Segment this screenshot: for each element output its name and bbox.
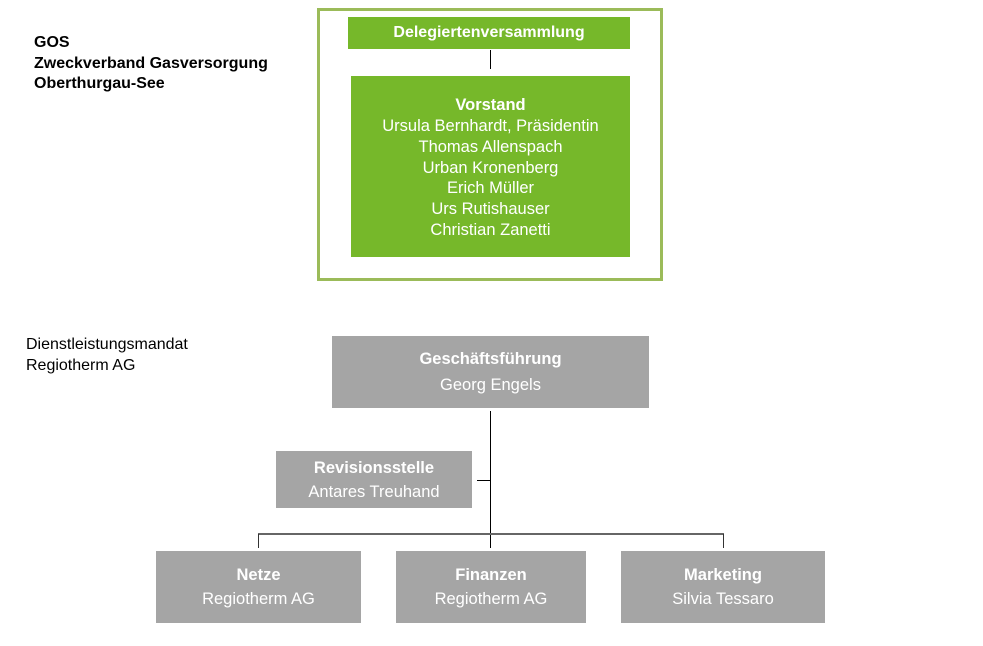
- delegiertenversammlung-box: Delegiertenversammlung: [348, 17, 630, 49]
- department-title: Marketing: [684, 566, 762, 584]
- geschaeftsfuehrung-box: Geschäftsführung Georg Engels: [332, 336, 649, 408]
- connector-main-vertical: [490, 411, 491, 548]
- vorstand-title: Vorstand: [455, 96, 526, 114]
- connector-departments-horizontal: [258, 533, 724, 535]
- geschaeftsfuehrung-name: Georg Engels: [440, 376, 541, 394]
- department-marketing-box: Marketing Silvia Tessaro: [621, 551, 825, 623]
- revisionsstelle-box: Revisionsstelle Antares Treuhand: [276, 451, 472, 508]
- connector-netze: [258, 534, 259, 548]
- geschaeftsfuehrung-title: Geschäftsführung: [419, 350, 562, 368]
- department-name: Regiotherm AG: [434, 590, 548, 608]
- department-name: Regiotherm AG: [202, 590, 315, 608]
- vorstand-member: Christian Zanetti: [430, 220, 551, 239]
- department-finanzen-box: Finanzen Regiotherm AG: [396, 551, 586, 623]
- org-full-name-line2: Oberthurgau-See: [34, 75, 165, 92]
- service-mandate-line1: Dienstleistungsmandat: [26, 336, 188, 353]
- service-mandate-line2: Regiotherm AG: [26, 356, 136, 374]
- connector-marketing: [723, 534, 724, 548]
- vorstand-member: Thomas Allenspach: [418, 137, 563, 156]
- governance-frame: [317, 8, 663, 281]
- org-abbreviation: GOS: [34, 34, 70, 51]
- organization-name: GOS Zweckverband Gasversorgung Oberthurg…: [34, 33, 268, 95]
- department-name: Silvia Tessaro: [672, 590, 774, 608]
- connector-delegierte-vorstand: [490, 50, 491, 69]
- department-netze-box: Netze Regiotherm AG: [156, 551, 361, 623]
- connector-revisionsstelle: [477, 480, 490, 481]
- delegiertenversammlung-title: Delegiertenversammlung: [393, 24, 585, 41]
- vorstand-member: Urs Rutishauser: [431, 200, 550, 219]
- vorstand-member: Urban Kronenberg: [422, 158, 559, 177]
- org-full-name-line1: Zweckverband Gasversorgung: [34, 54, 268, 72]
- service-mandate-label: Dienstleistungsmandat Regiotherm AG: [26, 335, 188, 376]
- vorstand-member: Ursula Bernhardt, Präsidentin: [382, 117, 599, 135]
- department-title: Finanzen: [455, 566, 527, 584]
- revisionsstelle-name: Antares Treuhand: [308, 482, 440, 501]
- vorstand-box: Vorstand Ursula Bernhardt, Präsidentin T…: [351, 76, 630, 257]
- vorstand-member: Erich Müller: [446, 179, 535, 198]
- revisionsstelle-title: Revisionsstelle: [313, 458, 435, 477]
- department-title: Netze: [236, 566, 281, 584]
